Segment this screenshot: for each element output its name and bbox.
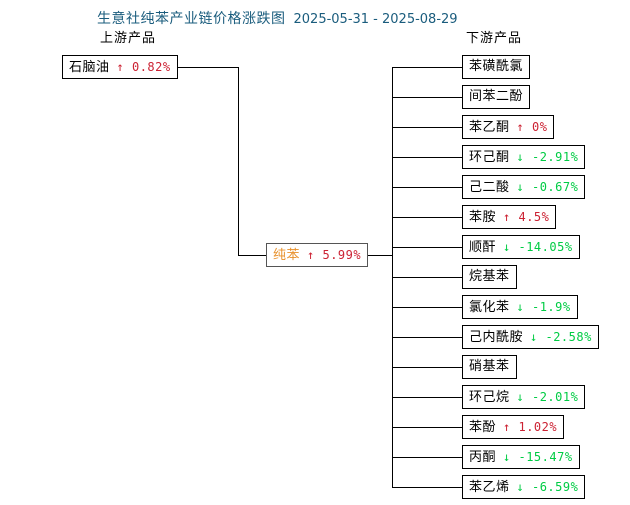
change-value-down: ↓ -0.67% — [516, 180, 579, 194]
node-label: 烷基苯 — [469, 269, 510, 284]
down-arrow-icon: ↓ — [516, 480, 525, 494]
node-downstream-2[interactable]: 苯乙酮 ↑ 0% — [462, 115, 555, 139]
connector-branch-h-9 — [392, 337, 462, 338]
up-arrow-icon: ↑ — [516, 120, 525, 134]
change-value-down: ↓ -2.91% — [516, 150, 579, 164]
downstream-column-header: 下游产品 — [466, 31, 523, 46]
change-value-down: ↓ -2.58% — [530, 330, 592, 344]
node-downstream-10[interactable]: 硝基苯 — [462, 355, 517, 379]
connector-branch-h-3 — [392, 157, 462, 158]
down-arrow-icon: ↓ — [503, 450, 511, 464]
connector-center-in-h — [238, 255, 266, 256]
node-downstream-6[interactable]: 顺酐 ↓ -14.05% — [462, 235, 580, 259]
node-downstream-4[interactable]: 己二酸 ↓ -0.67% — [462, 175, 586, 199]
node-downstream-7[interactable]: 烷基苯 — [462, 265, 517, 289]
node-label: 顺酐 — [469, 240, 497, 255]
down-arrow-icon: ↓ — [516, 300, 525, 314]
node-label: 硝基苯 — [469, 359, 510, 374]
upstream-column-header: 上游产品 — [100, 31, 157, 46]
node-label: 纯苯 — [273, 248, 301, 263]
node-downstream-8[interactable]: 氯化苯 ↓ -1.9% — [462, 295, 578, 319]
change-value-down: ↓ -6.59% — [516, 480, 579, 494]
node-downstream-11[interactable]: 环己烷 ↓ -2.01% — [462, 385, 586, 409]
node-label: 丙酮 — [469, 450, 497, 465]
down-arrow-icon: ↓ — [516, 180, 525, 194]
down-arrow-icon: ↓ — [503, 240, 511, 254]
down-arrow-icon: ↓ — [530, 330, 538, 344]
change-value-up: ↑ 4.5% — [503, 210, 550, 224]
connector-center-out-h — [368, 255, 392, 256]
change-value-down: ↓ -1.9% — [516, 300, 571, 314]
up-arrow-icon: ↑ — [116, 60, 125, 74]
node-downstream-0[interactable]: 苯磺酰氯 — [462, 55, 531, 79]
node-label: 苯酚 — [469, 420, 497, 435]
connector-branch-h-7 — [392, 277, 462, 278]
change-value-down: ↓ -14.05% — [503, 240, 573, 254]
connector-upstream-h — [178, 67, 238, 68]
connector-branch-h-1 — [392, 97, 462, 98]
node-downstream-14[interactable]: 苯乙烯 ↓ -6.59% — [462, 475, 586, 499]
up-arrow-icon: ↑ — [503, 420, 511, 434]
down-arrow-icon: ↓ — [516, 150, 525, 164]
change-value-up: ↑ 0.82% — [116, 60, 171, 74]
connector-branch-h-14 — [392, 487, 462, 488]
node-label: 苯乙烯 — [469, 480, 510, 495]
page-title-text: 生意社纯苯产业链价格涨跌图 — [97, 11, 286, 27]
node-label: 苯乙酮 — [469, 120, 510, 135]
node-downstream-12[interactable]: 苯酚 ↑ 1.02% — [462, 415, 565, 439]
node-downstream-13[interactable]: 丙酮 ↓ -15.47% — [462, 445, 580, 469]
node-label: 己二酸 — [469, 180, 510, 195]
node-label: 间苯二酚 — [469, 89, 524, 104]
change-value-up: ↑ 5.99% — [307, 248, 362, 262]
connector-branch-h-6 — [392, 247, 462, 248]
change-value-down: ↓ -2.01% — [516, 390, 579, 404]
node-label: 苯胺 — [469, 210, 497, 225]
node-downstream-3[interactable]: 环己酮 ↓ -2.91% — [462, 145, 586, 169]
node-label: 石脑油 — [69, 60, 110, 75]
change-value-up: ↑ 1.02% — [503, 420, 558, 434]
node-label: 苯磺酰氯 — [469, 59, 524, 74]
up-arrow-icon: ↑ — [307, 248, 315, 262]
page-title: 生意社纯苯产业链价格涨跌图 2025-05-31 - 2025-08-29 — [97, 8, 458, 28]
connector-branch-h-2 — [392, 127, 462, 128]
node-label: 环己烷 — [469, 390, 510, 405]
connector-branch-h-10 — [392, 367, 462, 368]
change-value-up: ↑ 0% — [516, 120, 548, 134]
node-downstream-1[interactable]: 间苯二酚 — [462, 85, 531, 109]
node-label: 环己酮 — [469, 150, 510, 165]
node-center[interactable]: 纯苯 ↑ 5.99% — [266, 243, 369, 267]
connector-branch-h-4 — [392, 187, 462, 188]
connector-branch-h-13 — [392, 457, 462, 458]
connector-branch-h-5 — [392, 217, 462, 218]
connector-branch-h-11 — [392, 397, 462, 398]
node-upstream-0[interactable]: 石脑油 ↑ 0.82% — [62, 55, 178, 79]
node-downstream-9[interactable]: 己内酰胺 ↓ -2.58% — [462, 325, 599, 349]
page-title-date-range: 2025-05-31 - 2025-08-29 — [293, 12, 458, 27]
node-label: 己内酰胺 — [469, 330, 524, 345]
node-downstream-5[interactable]: 苯胺 ↑ 4.5% — [462, 205, 557, 229]
down-arrow-icon: ↓ — [516, 390, 525, 404]
node-label: 氯化苯 — [469, 300, 510, 315]
up-arrow-icon: ↑ — [503, 210, 511, 224]
connector-branch-h-0 — [392, 67, 462, 68]
change-value-down: ↓ -15.47% — [503, 450, 573, 464]
connector-branch-h-8 — [392, 307, 462, 308]
connector-branch-h-12 — [392, 427, 462, 428]
connector-upstream-v — [238, 67, 239, 255]
